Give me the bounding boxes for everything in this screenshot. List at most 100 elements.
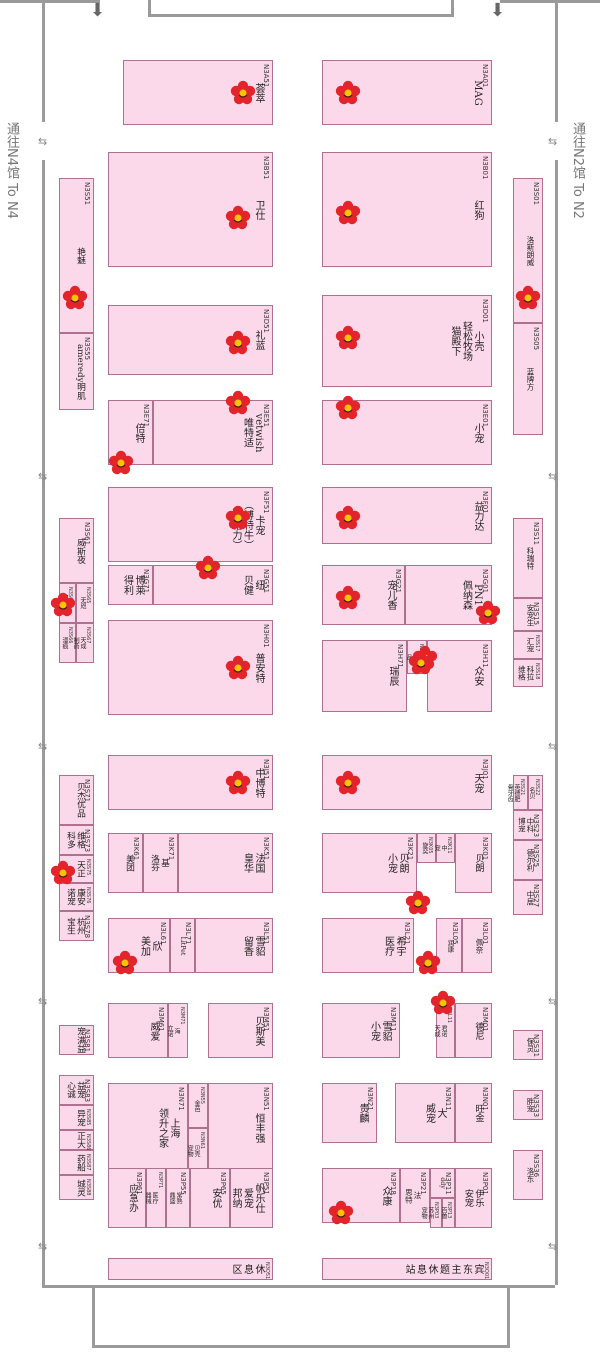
flower-marker-icon (62, 285, 88, 310)
booth-name: 苏州 宠物 (420, 1207, 434, 1219)
booth-id: N3N51 (262, 1087, 270, 1111)
hall-outer-wall-top-right (500, 0, 600, 3)
booth-id: N3K61 (132, 837, 140, 861)
gate-to-n4[interactable]: 通往N4馆 To N4 (2, 122, 21, 219)
booth-id: N3P71 (157, 1172, 163, 1189)
gate-to-n2[interactable]: 通往N2馆 To N2 (568, 122, 587, 219)
booth-id: N3B51 (262, 156, 270, 180)
booth-id: N3J01 (481, 759, 489, 780)
booth-name: 荟萃 (253, 82, 264, 103)
booth-id: N3P03 (433, 1202, 439, 1219)
booth-id: N3S17 (534, 635, 540, 652)
gate-to-n4-cn: 通往N4馆 (4, 122, 19, 179)
flower-marker-icon (328, 1200, 354, 1225)
flower-marker-icon (430, 990, 456, 1015)
booth-id: N3S66 (67, 627, 73, 644)
booth-name: 德尔利 (526, 848, 535, 872)
booth-id: N3K21 (406, 837, 414, 861)
booth-id: N3P18 (389, 1172, 397, 1195)
aisle-arrow-icon: ⇆ (38, 1240, 48, 1253)
aisle-arrow-icon: ⇆ (38, 135, 48, 148)
booth-id: N3F51 (262, 491, 270, 514)
booth-name: 法国 皇华 (241, 853, 265, 873)
booth-id: N3M71 (179, 1007, 185, 1025)
